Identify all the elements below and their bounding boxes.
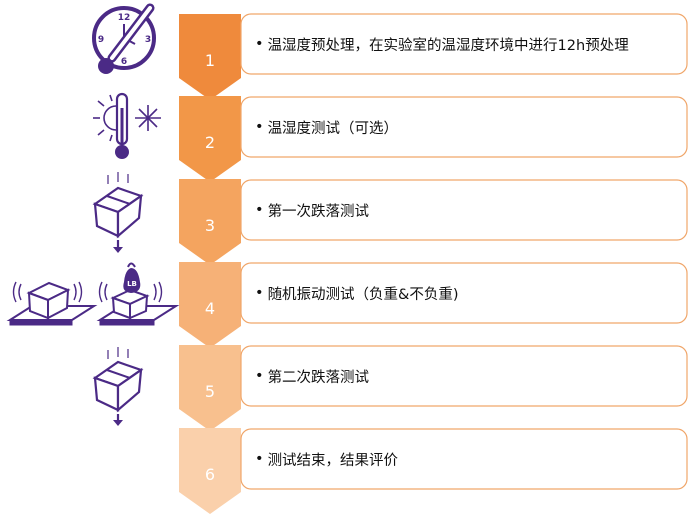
bullet: • (255, 119, 264, 135)
thermometer-clock-icon: 12 3 6 9 (92, 3, 156, 74)
step-2-box (240, 96, 688, 158)
temperature-icon (93, 92, 161, 159)
step-2-number: 2 (205, 133, 215, 152)
weight-label: LB (127, 280, 137, 288)
step-1-chevron (179, 14, 241, 100)
step-1-text: 温湿度预处理，在实验室的温湿度环境中进行12h预处理 (267, 37, 629, 54)
step-3-description: • 第一次跌落测试 (255, 180, 695, 240)
step-3-number: 3 (205, 216, 215, 235)
step-4-number: 4 (205, 299, 215, 318)
step-3-text: 第一次跌落测试 (267, 203, 370, 220)
step-6-description: • 测试结束，结果评价 (255, 429, 695, 489)
step-6-text: 测试结束，结果评价 (267, 452, 399, 469)
step-5-chevron (179, 345, 241, 431)
bullet: • (255, 36, 264, 52)
step-1-number: 1 (205, 51, 215, 70)
box-drop-icon (92, 172, 144, 253)
svg-text:12: 12 (118, 13, 131, 23)
bullet: • (255, 285, 264, 301)
step-4-text: 随机振动测试（负重&不负重) (267, 286, 459, 303)
step-6-chevron (179, 428, 241, 514)
svg-text:3: 3 (145, 35, 151, 45)
step-4-box (240, 262, 688, 324)
svg-text:9: 9 (98, 35, 104, 45)
bullet: • (255, 202, 264, 218)
step-3-chevron (179, 179, 241, 265)
step-6-box (240, 428, 688, 490)
step-2-chevron (179, 96, 241, 182)
step-5-text: 第二次跌落测试 (267, 369, 370, 386)
step-3-box (240, 179, 688, 241)
step-4-chevron (179, 262, 241, 348)
step-4-description: • 随机振动测试（负重&不负重) (255, 263, 695, 323)
step-5-number: 5 (205, 382, 215, 401)
step-1-box (240, 13, 688, 75)
step-5-description: • 第二次跌落测试 (255, 346, 695, 406)
step-5-box (240, 345, 688, 407)
bullet: • (255, 451, 264, 467)
bullet: • (255, 368, 264, 384)
step-6-number: 6 (205, 465, 215, 484)
weighted-vibration-icon: LB (96, 262, 180, 326)
svg-text:6: 6 (121, 57, 127, 67)
step-2-text: 温湿度测试（可选） (267, 120, 399, 137)
vibration-icon (6, 281, 98, 326)
step-1-description: • 温湿度预处理，在实验室的温湿度环境中进行12h预处理 (255, 14, 695, 74)
box-drop-icon (92, 347, 144, 426)
step-2-description: • 温湿度测试（可选） (255, 97, 695, 157)
